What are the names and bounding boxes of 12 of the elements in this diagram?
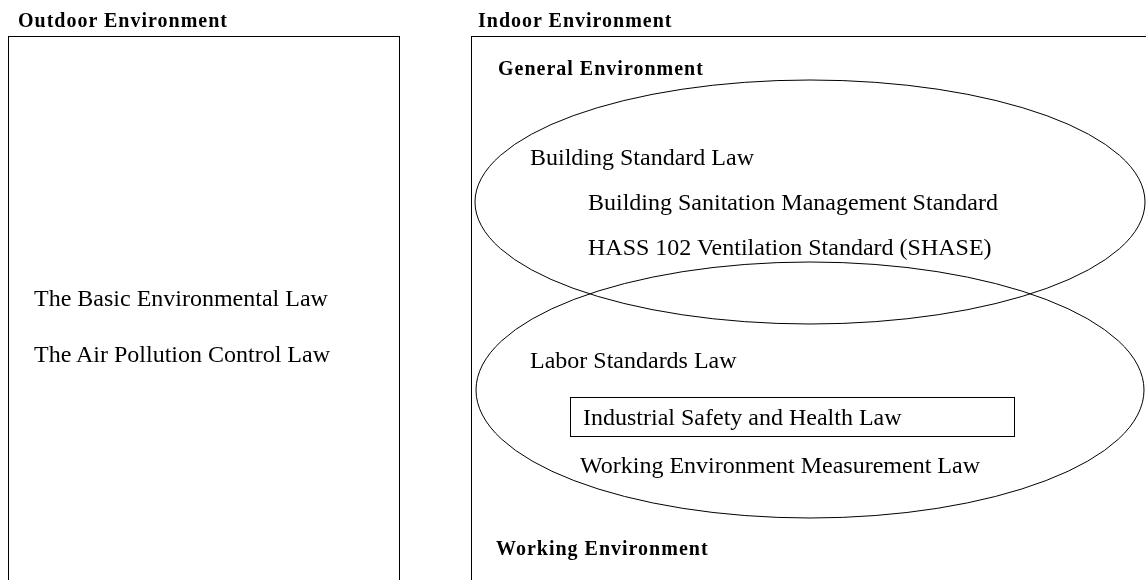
law-label: HASS 102 Ventilation Standard (SHASE) [588, 233, 992, 261]
group-heading: General Environment [498, 56, 704, 80]
law-label: The Basic Environmental Law [34, 284, 328, 312]
law-label: Building Sanitation Management Standard [588, 188, 998, 216]
law-label: Building Standard Law [530, 143, 754, 171]
group-heading: Outdoor Environment [18, 8, 228, 32]
law-label: Labor Standards Law [530, 346, 737, 374]
law-label: Working Environment Measurement Law [580, 451, 980, 479]
group-heading: Indoor Environment [478, 8, 673, 32]
law-box: Industrial Safety and Health Law [570, 397, 1015, 437]
group-heading: Working Environment [496, 536, 709, 560]
law-label: The Air Pollution Control Law [34, 340, 330, 368]
